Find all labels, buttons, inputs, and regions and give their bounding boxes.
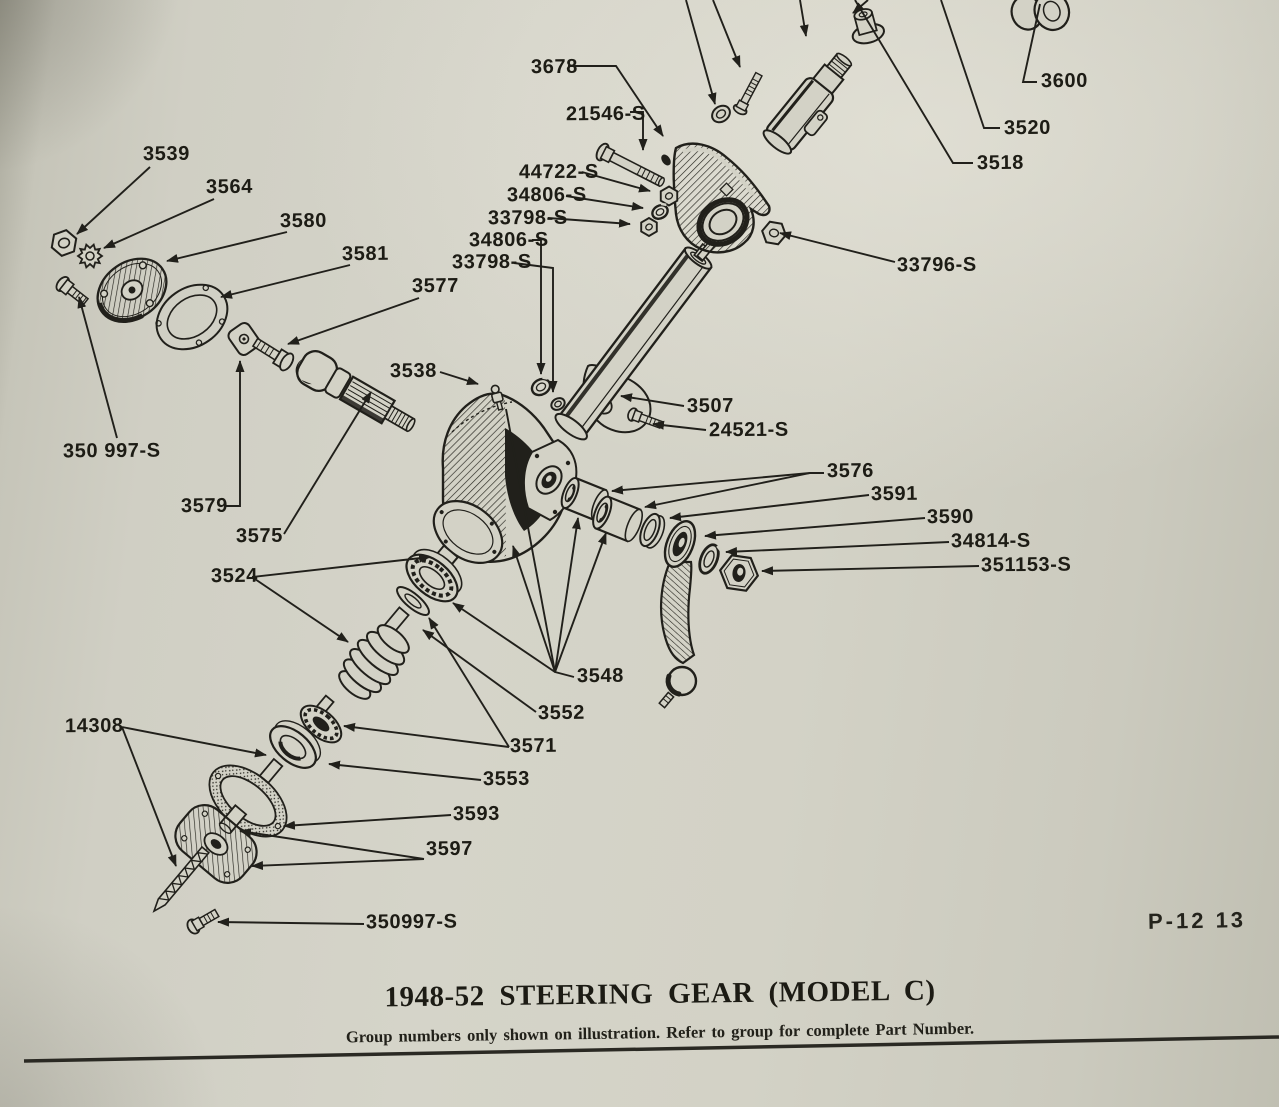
part-label-33798s-b: 33798-S — [451, 250, 532, 274]
part-bracket-3678 — [661, 142, 771, 254]
part-gear-housing — [418, 384, 578, 588]
part-bolt-21546 — [595, 142, 665, 188]
part-label-3538: 3538 — [389, 359, 437, 383]
part-label-3593: 3593 — [452, 802, 500, 826]
part-nut-33798-a — [640, 216, 658, 238]
part-label-14308: 14308 — [64, 714, 124, 738]
part-label-3539: 3539 — [142, 142, 190, 166]
part-label-3575: 3575 — [235, 524, 283, 548]
part-label-351153s: 351153-S — [980, 553, 1072, 577]
part-label-34806s-a: 34806-S — [506, 183, 587, 207]
part-adjuster-screw-14308 — [152, 845, 211, 913]
part-nut-3591 — [639, 512, 666, 549]
part-label-3571: 3571 — [509, 734, 557, 758]
part-nut-351153 — [718, 554, 760, 592]
part-label-44722s: 44722-S — [518, 160, 599, 184]
part-label-3552: 3552 — [537, 701, 585, 725]
part-screw-3577 — [251, 337, 295, 372]
part-bearing-lower-3571 — [299, 704, 343, 744]
part-label-3678: 3678 — [530, 55, 578, 79]
part-label-3579: 3579 — [180, 494, 228, 518]
part-worm-gear — [338, 624, 410, 700]
part-label-350997s-a: 350 997-S — [62, 439, 161, 463]
part-hex-nut-3539 — [50, 229, 78, 257]
part-label-3553: 3553 — [482, 767, 530, 791]
part-label-3518: 3518 — [976, 151, 1024, 175]
part-label-21546s: 21546-S — [565, 102, 646, 126]
part-bushing-3576-b — [592, 495, 644, 543]
part-plate-3579 — [227, 322, 261, 356]
part-pitman-arm-3590 — [658, 520, 698, 709]
part-label-3576: 3576 — [826, 459, 874, 483]
part-label-3577: 3577 — [411, 274, 459, 298]
part-label-3600: 3600 — [1040, 69, 1088, 93]
part-label-3524: 3524 — [210, 564, 258, 588]
part-nut-44722 — [659, 185, 679, 207]
part-lockwasher-34806-b — [530, 376, 552, 397]
footer-rule — [23, 1035, 1279, 1063]
part-screw-350997-lower — [186, 908, 220, 935]
part-washer-33798-b — [550, 397, 566, 411]
part-lockwasher-34814 — [698, 543, 724, 575]
part-label-3591: 3591 — [870, 482, 918, 506]
part-cover-plate-3580 — [96, 257, 168, 323]
part-label-350997s-b: 350997-S — [365, 910, 458, 934]
part-bolt-350997-upper — [55, 276, 90, 307]
part-label-3507: 3507 — [686, 394, 734, 418]
part-race-3553 — [269, 720, 322, 769]
part-label-33796s: 33796-S — [896, 253, 977, 277]
part-washer-3552 — [396, 586, 430, 616]
part-washer-top — [711, 104, 731, 124]
part-lockwasher-34806-a — [651, 202, 669, 220]
part-label-3520: 3520 — [1003, 116, 1051, 140]
part-switch-assembly — [762, 52, 853, 155]
part-star-washer-3564 — [76, 242, 104, 270]
part-label-34814s: 34814-S — [950, 529, 1031, 553]
part-label-3580: 3580 — [279, 209, 327, 233]
part-label-24521s: 24521-S — [708, 418, 789, 442]
part-label-34806s-b: 34806-S — [468, 228, 549, 252]
part-label-3548: 3548 — [576, 664, 624, 688]
part-label-3564: 3564 — [205, 175, 253, 199]
part-label-3590: 3590 — [926, 505, 974, 529]
part-label-33798s-a: 33798-S — [487, 206, 568, 230]
part-label-3581: 3581 — [341, 242, 389, 266]
leader-lines — [76, 0, 1041, 927]
part-bolt-top — [732, 71, 763, 116]
part-column-tube — [554, 242, 713, 441]
page-reference: P-12 13 — [1147, 907, 1247, 934]
part-label-3597: 3597 — [425, 837, 473, 861]
part-top-right-rings — [1010, 0, 1071, 32]
